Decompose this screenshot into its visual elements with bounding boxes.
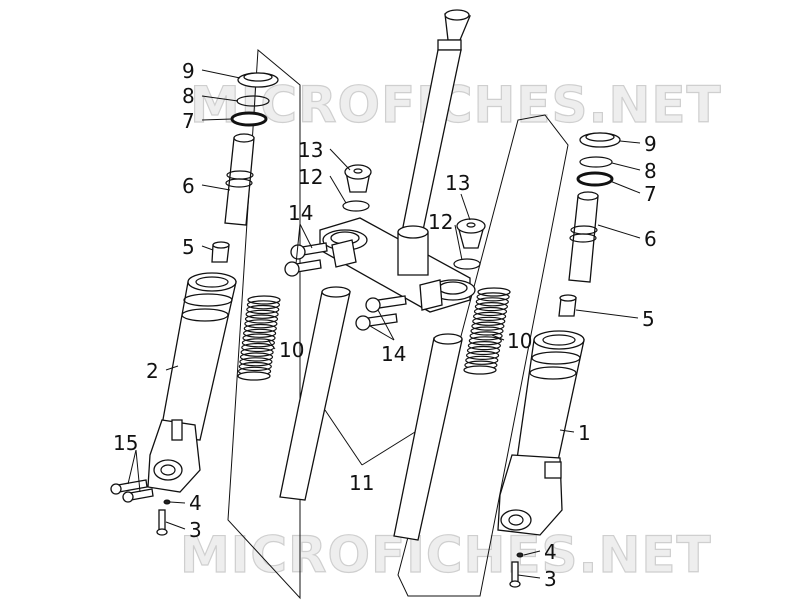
fork-leg-2-left [147,272,237,493]
callout-11: 11 [349,471,374,495]
cap-13-left [344,164,372,193]
spring-coil [465,355,499,365]
spring-coil [468,336,502,346]
steering-stem [401,9,471,236]
spring-coil [245,309,279,319]
bushing-5-left [211,241,230,263]
spring-coil [242,333,276,343]
spring-coil [239,352,274,362]
callout-14-left: 14 [288,201,313,225]
spring-coil [466,345,501,356]
triple-clamp [319,217,476,313]
seal-9-left [237,72,279,88]
callout-7-right: 7 [644,182,657,206]
callout-12-left: 12 [298,165,323,189]
spring-coil [244,319,278,329]
spring-coil [243,323,277,334]
spring-coil [238,361,272,372]
spring-coil [475,297,509,307]
callout-10-right: 10 [507,329,532,353]
fork-leg-1-right [497,330,585,536]
callout-5-left: 5 [182,235,195,259]
spring-coil [246,300,280,310]
inner-tube-11-right [393,333,463,541]
bolt-14-c [365,295,407,313]
callout-3-right: 3 [544,567,557,591]
spring-coil [467,341,501,351]
bushing-6-left [224,133,255,226]
washer-4-left [163,499,171,505]
spring-coil [471,321,505,331]
callout-14-right: 14 [381,342,406,366]
bushing-5-right [558,294,577,317]
bearing-7-left [230,111,268,127]
spring-coil [247,295,281,305]
bolt-14-d [355,313,398,331]
callout-9-left: 9 [182,59,195,83]
spring-coil [476,292,510,302]
left-outline-panel [227,48,301,600]
callout-1: 1 [578,421,591,445]
callout-3-left: 3 [189,518,202,542]
spring-coil [466,350,500,360]
callout-15: 15 [113,431,138,455]
callout-12-right: 12 [428,210,453,234]
spring-coil [240,347,274,357]
spring-coil [469,331,503,341]
callout-13-right: 13 [445,171,470,195]
spring-coil [470,326,504,336]
watermark-bottom: MICROFICHES.NET [180,526,712,584]
spring-coil [463,365,497,375]
callout-10-left: 10 [279,338,304,362]
spring-10-right [463,287,511,375]
callout-7-left: 7 [182,109,195,133]
ring-8-right [579,156,613,168]
bolt-14-a [290,242,328,260]
circlip-12-left [342,200,370,212]
callout-6-left: 6 [182,174,195,198]
callout-6-right: 6 [644,227,657,251]
spring-10-left [237,295,281,381]
spring-coil [239,357,273,367]
screw-3-left [156,509,168,536]
right-outline-panel [397,114,569,597]
bearing-7-right [576,171,614,187]
spring-coil [241,338,275,348]
spring-coil [472,316,506,326]
bolts-15 [110,479,154,503]
callout-9-right: 9 [644,132,657,156]
callout-5-right: 5 [642,307,655,331]
spring-coil [243,328,277,338]
callout-4-right: 4 [544,540,557,564]
spring-coil [473,311,507,321]
callout-2: 2 [146,359,159,383]
cap-13-right [456,218,486,249]
spring-coil [474,302,508,312]
bushing-6-right [568,191,599,283]
washer-4-right [516,552,524,558]
callout-8-left: 8 [182,84,195,108]
spring-coil [246,304,280,315]
spring-coil [237,371,271,381]
screw-3-right [509,561,521,588]
inner-tube-11-left [279,286,351,501]
spring-coil [241,342,275,353]
circlip-12-right [453,258,481,270]
spring-coil [473,306,508,317]
callout-13-left: 13 [298,138,323,162]
callout-8-right: 8 [644,159,657,183]
seal-9-right [579,132,621,148]
watermark-top: MICROFICHES.NET [190,76,722,134]
callout-4-left: 4 [189,491,202,515]
bolt-14-b [284,259,322,277]
spring-coil [244,314,279,324]
leader-lines [127,69,641,579]
